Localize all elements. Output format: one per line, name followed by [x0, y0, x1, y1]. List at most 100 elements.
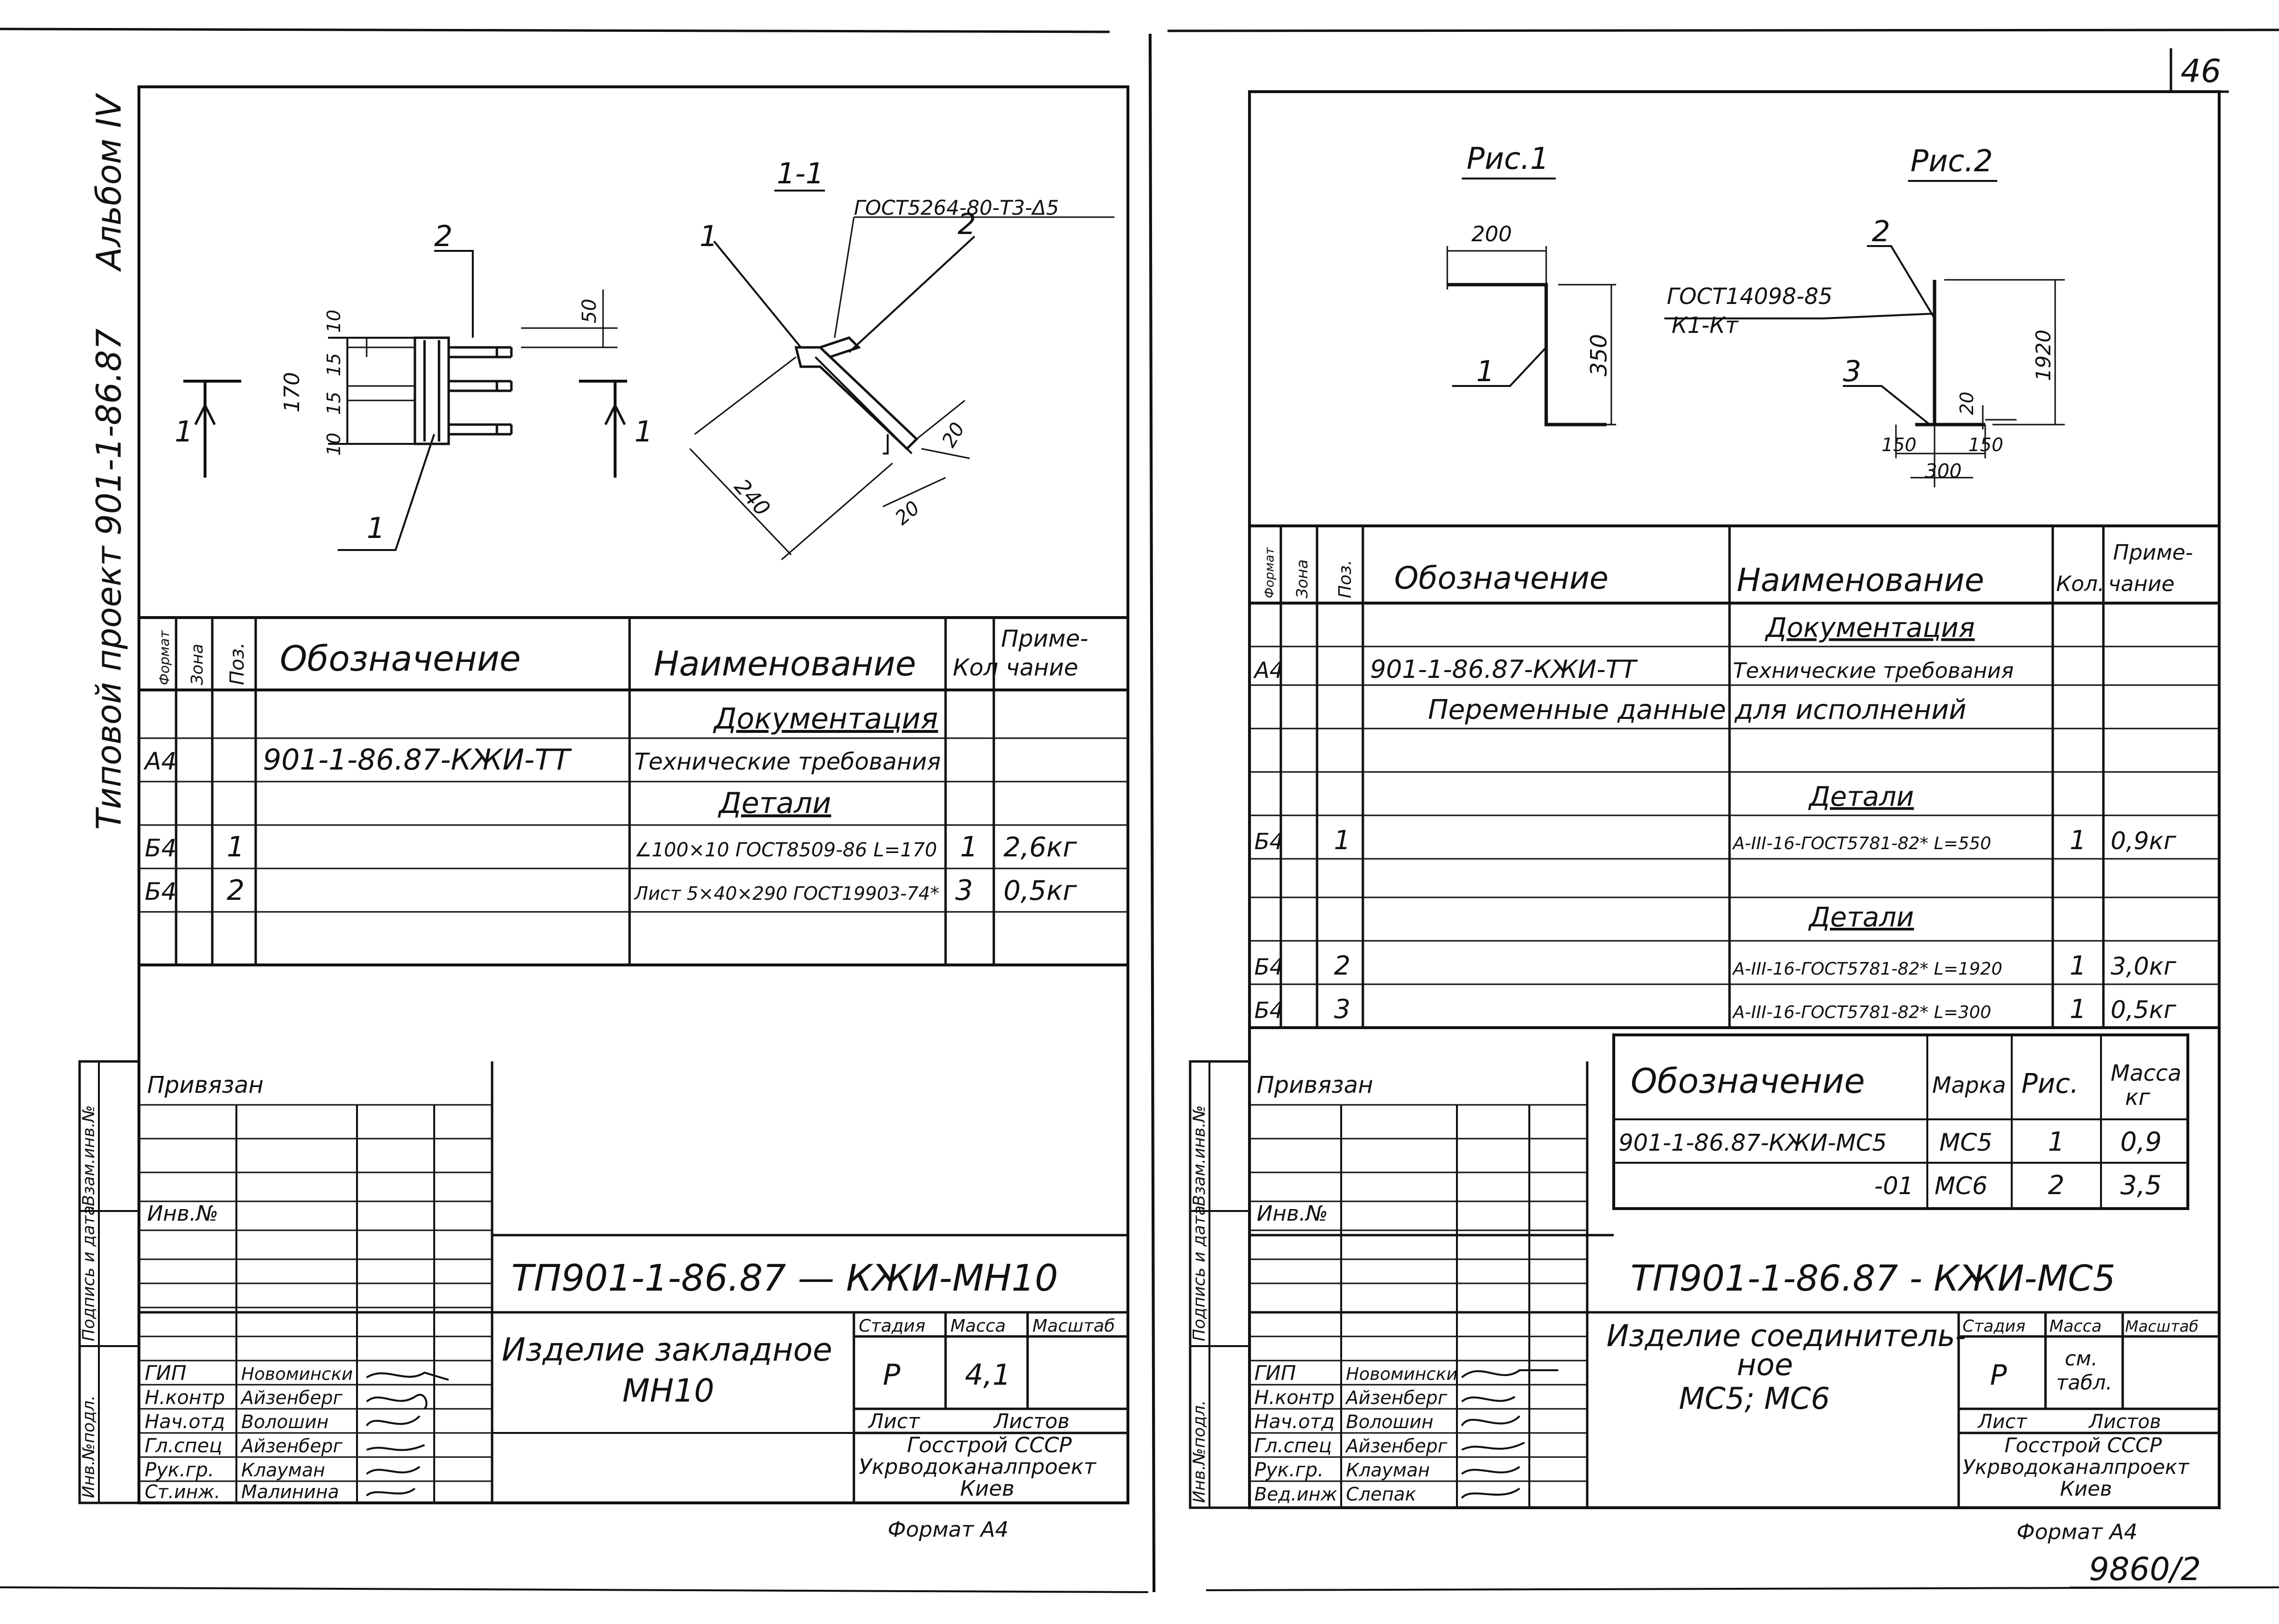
left-mass-value: 4,1 — [965, 1358, 1011, 1392]
left-frame — [137, 85, 1129, 1504]
fig2-drawing — [1664, 245, 2065, 487]
left-inv-no: Инв.№ — [147, 1201, 218, 1226]
left-row4-pos: 2 — [227, 874, 245, 907]
left-row4-qty: 3 — [955, 874, 973, 907]
right-col-designation: Обозначение — [1394, 561, 1608, 596]
right-col-note: Приме- чание — [2108, 540, 2200, 596]
left-row0-name: Документация — [713, 702, 938, 736]
left-people-list: ГИП Новомински Н.контр Айзенберг Нач.отд… — [145, 1361, 353, 1502]
variants-row0-des: 901-1-86.87-КЖИ-МС5 — [1619, 1129, 1887, 1156]
right-person-name: Айзенберг — [1345, 1435, 1448, 1457]
left-row3-qty: 1 — [960, 830, 978, 863]
dim-20a: 20 — [938, 419, 969, 451]
right-inv-no: Инв.№ — [1257, 1201, 1328, 1226]
dim-15b: 15 — [323, 392, 344, 415]
right-privyazan: Привязан — [1257, 1072, 1373, 1099]
left-title-line2: МН10 — [622, 1372, 714, 1409]
right-people-list: ГИП Новомински Н.контр Айзенберг Нач.отд… — [1254, 1361, 1457, 1505]
left-scale-header: Масштаб — [1032, 1316, 1115, 1336]
left-person-name: Айзенберг — [240, 1435, 343, 1457]
left-row3-pos: 1 — [227, 830, 245, 863]
right-person-role: Н.контр — [1254, 1387, 1334, 1409]
right-drawing-code: ТП901-1-86.87 - КЖИ-МС5 — [1631, 1258, 2115, 1299]
left-sheet-header: Лист — [867, 1409, 920, 1433]
gost-weld-1: ГОСТ14098-85 — [1667, 283, 1833, 309]
right-mass-value-l2: табл. — [2056, 1371, 2112, 1394]
right-row0-name: Документация — [1764, 612, 1975, 644]
variants-row1-fig: 2 — [2048, 1170, 2064, 1200]
left-side-label-3: Инв.№подл. — [79, 1395, 98, 1498]
left-title-line1: Изделие закладное — [502, 1331, 832, 1368]
left-row1-fmt: А4 — [143, 747, 177, 775]
right-person-role: Нач.отд — [1254, 1411, 1334, 1433]
left-col-pos: Поз. — [226, 642, 248, 685]
right-person-name: Волошин — [1346, 1411, 1433, 1432]
right-row1-name: Технические требования — [1733, 659, 2014, 683]
left-plan-view — [183, 250, 627, 551]
right-row5-pos: 1 — [1334, 825, 1350, 855]
right-col-note-l1: Приме- — [2113, 540, 2193, 565]
left-person-role: Н.контр — [145, 1387, 225, 1409]
dim-150a: 150 — [1881, 434, 1917, 455]
right-signature-scribbles — [1461, 1369, 1558, 1499]
callout-2: 2 — [434, 220, 453, 253]
variants-row0-mark: МС5 — [1939, 1129, 1992, 1156]
dim-170: 170 — [280, 372, 304, 413]
right-col-zone: Зона — [1293, 559, 1311, 598]
right-scale-header: Масштаб — [2125, 1317, 2198, 1335]
right-person-role: Гл.спец — [1254, 1435, 1332, 1457]
dim-50: 50 — [578, 299, 601, 323]
fig2-callout-3: 3 — [1843, 355, 1861, 388]
section-callout-2: 2 — [958, 207, 976, 241]
dim-10b: 10 — [323, 433, 344, 456]
dim-150b: 150 — [1968, 434, 2004, 455]
right-col-qty: Кол. — [2056, 572, 2104, 596]
project-label: Типовой проект 901-1-86.87 — [89, 329, 129, 830]
right-person-name: Слепак — [1346, 1484, 1416, 1505]
variants-row0-fig: 1 — [2048, 1127, 2064, 1157]
gost-weld-2: К1-Кт — [1672, 312, 1739, 338]
bottom-edge-line — [0, 1586, 2279, 1593]
right-row8-fmt: Б4 — [1254, 954, 1284, 980]
right-col-format: Формат — [1263, 547, 1277, 598]
left-person-role: ГИП — [145, 1361, 186, 1385]
left-row1-name: Технические требования — [634, 748, 941, 775]
left-stamp-grid — [78, 1060, 1128, 1504]
variants-row0-mass: 0,9 — [2120, 1127, 2162, 1157]
center-fold-line — [1149, 33, 1155, 1593]
variants-col-mass-l2: кг — [2125, 1084, 2151, 1110]
left-stage-value: Р — [883, 1358, 901, 1392]
right-spec-table-grid — [1249, 524, 2219, 1029]
left-sheet: Альбом IV Типовой проект 901-1-86.87 — [78, 85, 1129, 1542]
right-row9-qty: 1 — [2070, 994, 2086, 1024]
variants-row1-mark: МС6 — [1935, 1172, 1988, 1200]
right-row8-qty: 1 — [2070, 950, 2086, 981]
left-sheets-header: Листов — [993, 1409, 1070, 1433]
variants-table-grid — [1612, 1033, 2189, 1210]
left-row4-fmt: Б4 — [145, 878, 177, 906]
right-person-role: Рук.гр. — [1254, 1459, 1324, 1481]
right-row9-note: 0,5кг — [2111, 996, 2177, 1024]
right-row8-note: 3,0кг — [2111, 952, 2177, 980]
left-person-role: Ст.инж. — [145, 1481, 220, 1502]
right-org-2: Укрводоканалпроект — [1963, 1455, 2190, 1479]
left-row4-name: Лист 5×40×290 ГОСТ19903-74* — [633, 883, 939, 904]
right-mass-header: Масса — [2049, 1317, 2101, 1336]
left-row3-name: ∠100×10 ГОСТ8509-86 L=170 — [634, 839, 937, 861]
left-col-note-l1: Приме- — [1001, 625, 1088, 652]
right-col-name: Наименование — [1737, 562, 1984, 599]
left-person-name: Волошин — [241, 1411, 329, 1432]
dim-20: 20 — [1956, 392, 1977, 415]
section-mark-1-left: 1 — [175, 415, 193, 449]
sheet-number: 46 — [2181, 53, 2221, 90]
right-row9-name: А-III-16-ГОСТ5781-82* L=300 — [1732, 1003, 1991, 1022]
right-row9-pos: 3 — [1334, 994, 1350, 1024]
right-title-line1: Изделие соединитель- — [1606, 1318, 1966, 1353]
left-person-name: Клауман — [241, 1459, 325, 1481]
variants-row1-des: -01 — [1874, 1172, 1914, 1200]
left-privyazan: Привязан — [147, 1072, 263, 1099]
right-person-name: Айзенберг — [1345, 1387, 1448, 1408]
dim-240: 240 — [729, 474, 775, 521]
right-row5-qty: 1 — [2070, 825, 2086, 855]
variants-col-des: Обозначение — [1631, 1061, 1865, 1101]
